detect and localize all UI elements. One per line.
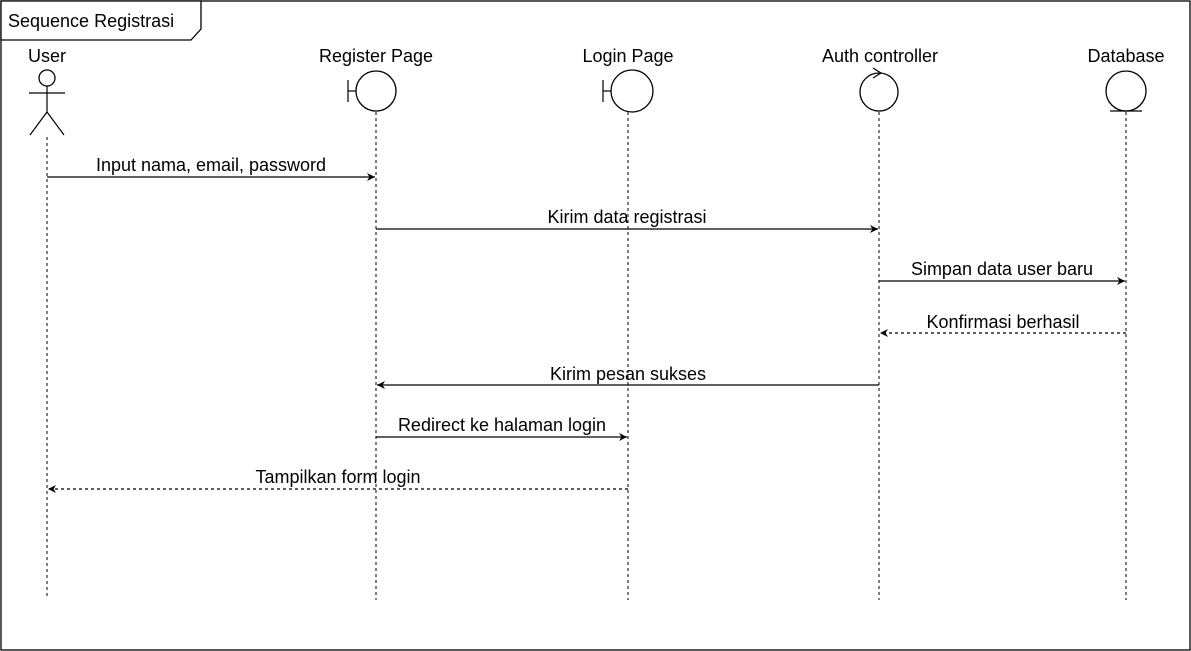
control-auth-controller-icon	[859, 67, 899, 112]
participant-label-user: User	[28, 46, 66, 66]
message-label-7: Tampilkan form login	[255, 467, 420, 487]
participant-label-login-page: Login Page	[582, 46, 673, 66]
message-label-3: Simpan data user baru	[911, 259, 1093, 279]
entity-database-icon	[1105, 70, 1147, 112]
message-label-6: Redirect ke halaman login	[398, 415, 606, 435]
participant-label-database: Database	[1087, 46, 1164, 66]
frame-title-tab	[0, 0, 202, 41]
message-label-5: Kirim pesan sukses	[550, 364, 706, 384]
participant-label-register-page: Register Page	[319, 46, 433, 66]
participant-label-auth-controller: Auth controller	[822, 46, 938, 66]
message-label-2: Kirim data registrasi	[547, 207, 706, 227]
actor-user-icon	[29, 69, 65, 136]
boundary-register-page-icon	[347, 70, 397, 112]
boundary-login-page-icon	[602, 69, 654, 113]
frame-title: Sequence Registrasi	[8, 11, 174, 31]
message-label-1: Input nama, email, password	[96, 155, 326, 175]
message-label-4: Konfirmasi berhasil	[926, 312, 1079, 332]
